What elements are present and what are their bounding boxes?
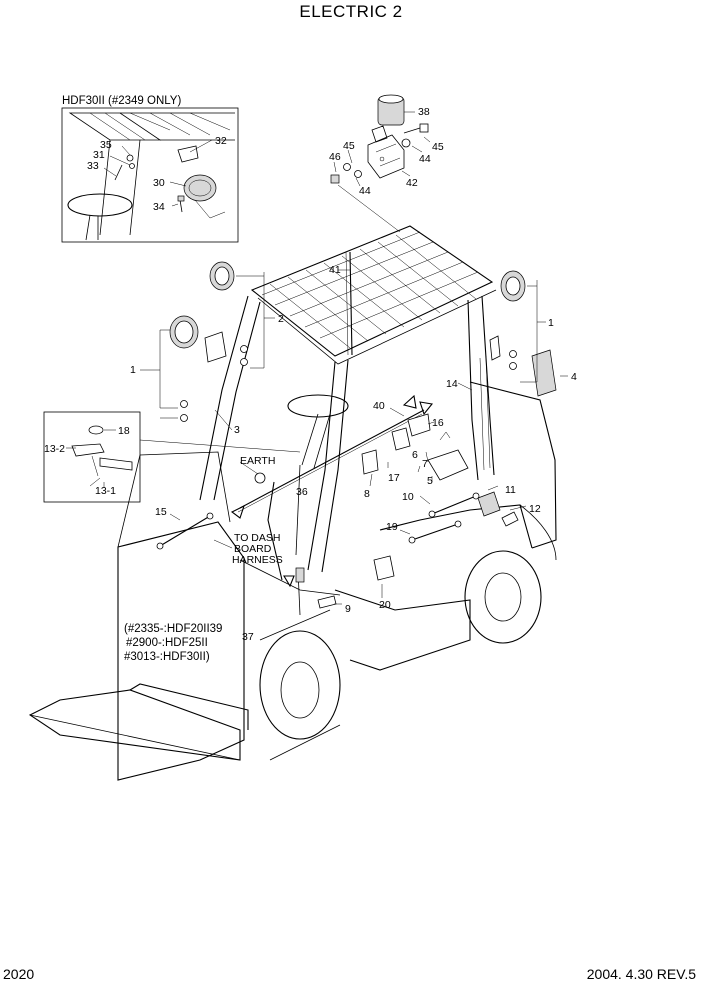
revision-date: 2004. 4.30 REV.5	[586, 966, 696, 982]
callout-4: 4	[571, 371, 577, 383]
callout-7: 7	[422, 458, 428, 470]
callout-6: 6	[412, 449, 418, 461]
callout-32: 32	[215, 135, 227, 147]
inset-label: HDF30II (#2349 ONLY)	[62, 95, 181, 107]
detail-13: 18 13-2 13-1	[43, 411, 301, 503]
callout-15: 15	[155, 506, 167, 518]
callout-38: 38	[418, 106, 430, 118]
note-to-dash-3: HARNESS	[232, 554, 283, 566]
wire-harness: 41 40 36 37	[230, 251, 434, 643]
right-lamps: 1 4 14	[446, 270, 577, 471]
callout-10: 10	[402, 491, 414, 503]
callout-1-right: 1	[548, 317, 554, 329]
beacon-detail: 38 45 44 42 45 46 44	[329, 94, 444, 233]
callout-12: 12	[529, 503, 541, 515]
callout-36: 36	[296, 486, 308, 498]
page-title: ELECTRIC 2	[299, 2, 403, 21]
callout-40: 40	[373, 400, 385, 412]
callout-37: 37	[242, 631, 254, 643]
note-serial-1: (#2335-:HDF20II39	[124, 623, 222, 635]
note-serial-2: #2900-:HDF25II	[126, 637, 208, 649]
left-lamps: 2 1 3	[130, 261, 284, 436]
callout-35: 35	[100, 139, 112, 151]
callout-3: 3	[234, 424, 240, 436]
electrical-components: 16 17 8 6 7 5 10 11 12 19 20 9 15	[155, 413, 541, 615]
callout-45-left: 45	[343, 140, 355, 152]
callout-20: 20	[379, 599, 391, 611]
note-serial-3: #3013-:HDF30II)	[124, 651, 210, 663]
callout-33: 33	[87, 160, 99, 172]
callout-5: 5	[427, 475, 433, 487]
callout-46: 46	[329, 151, 341, 163]
callout-13-1: 13-1	[95, 485, 116, 497]
callout-41: 41	[329, 264, 341, 276]
note-to-dash-2: BOARD	[234, 543, 272, 555]
callout-1-left: 1	[130, 364, 136, 376]
callout-2: 2	[278, 313, 284, 325]
callout-45-right: 45	[432, 141, 444, 153]
callout-42: 42	[406, 177, 418, 189]
callout-14: 14	[446, 378, 458, 390]
callout-18: 18	[118, 425, 130, 437]
callout-44-right: 44	[419, 153, 431, 165]
callout-34: 34	[153, 201, 165, 213]
inset-detail: HDF30II (#2349 ONLY) 32 35 31 33 30 34	[61, 95, 239, 243]
note-earth: EARTH	[240, 455, 275, 467]
callout-44-left: 44	[359, 185, 371, 197]
callout-30: 30	[153, 177, 165, 189]
page-number: 2020	[3, 966, 35, 982]
callout-16: 16	[432, 417, 444, 429]
callout-11: 11	[505, 484, 516, 496]
callout-13-2: 13-2	[44, 443, 65, 455]
notes: EARTH TO DASH BOARD HARNESS (#2335-:HDF2…	[124, 455, 283, 663]
callout-8: 8	[364, 488, 370, 500]
callout-17: 17	[388, 472, 400, 484]
callout-9: 9	[345, 603, 351, 615]
forklift-outline	[28, 225, 557, 781]
note-to-dash-1: TO DASH	[234, 532, 280, 544]
callout-19: 19	[386, 521, 398, 533]
callout-31: 31	[93, 149, 105, 161]
